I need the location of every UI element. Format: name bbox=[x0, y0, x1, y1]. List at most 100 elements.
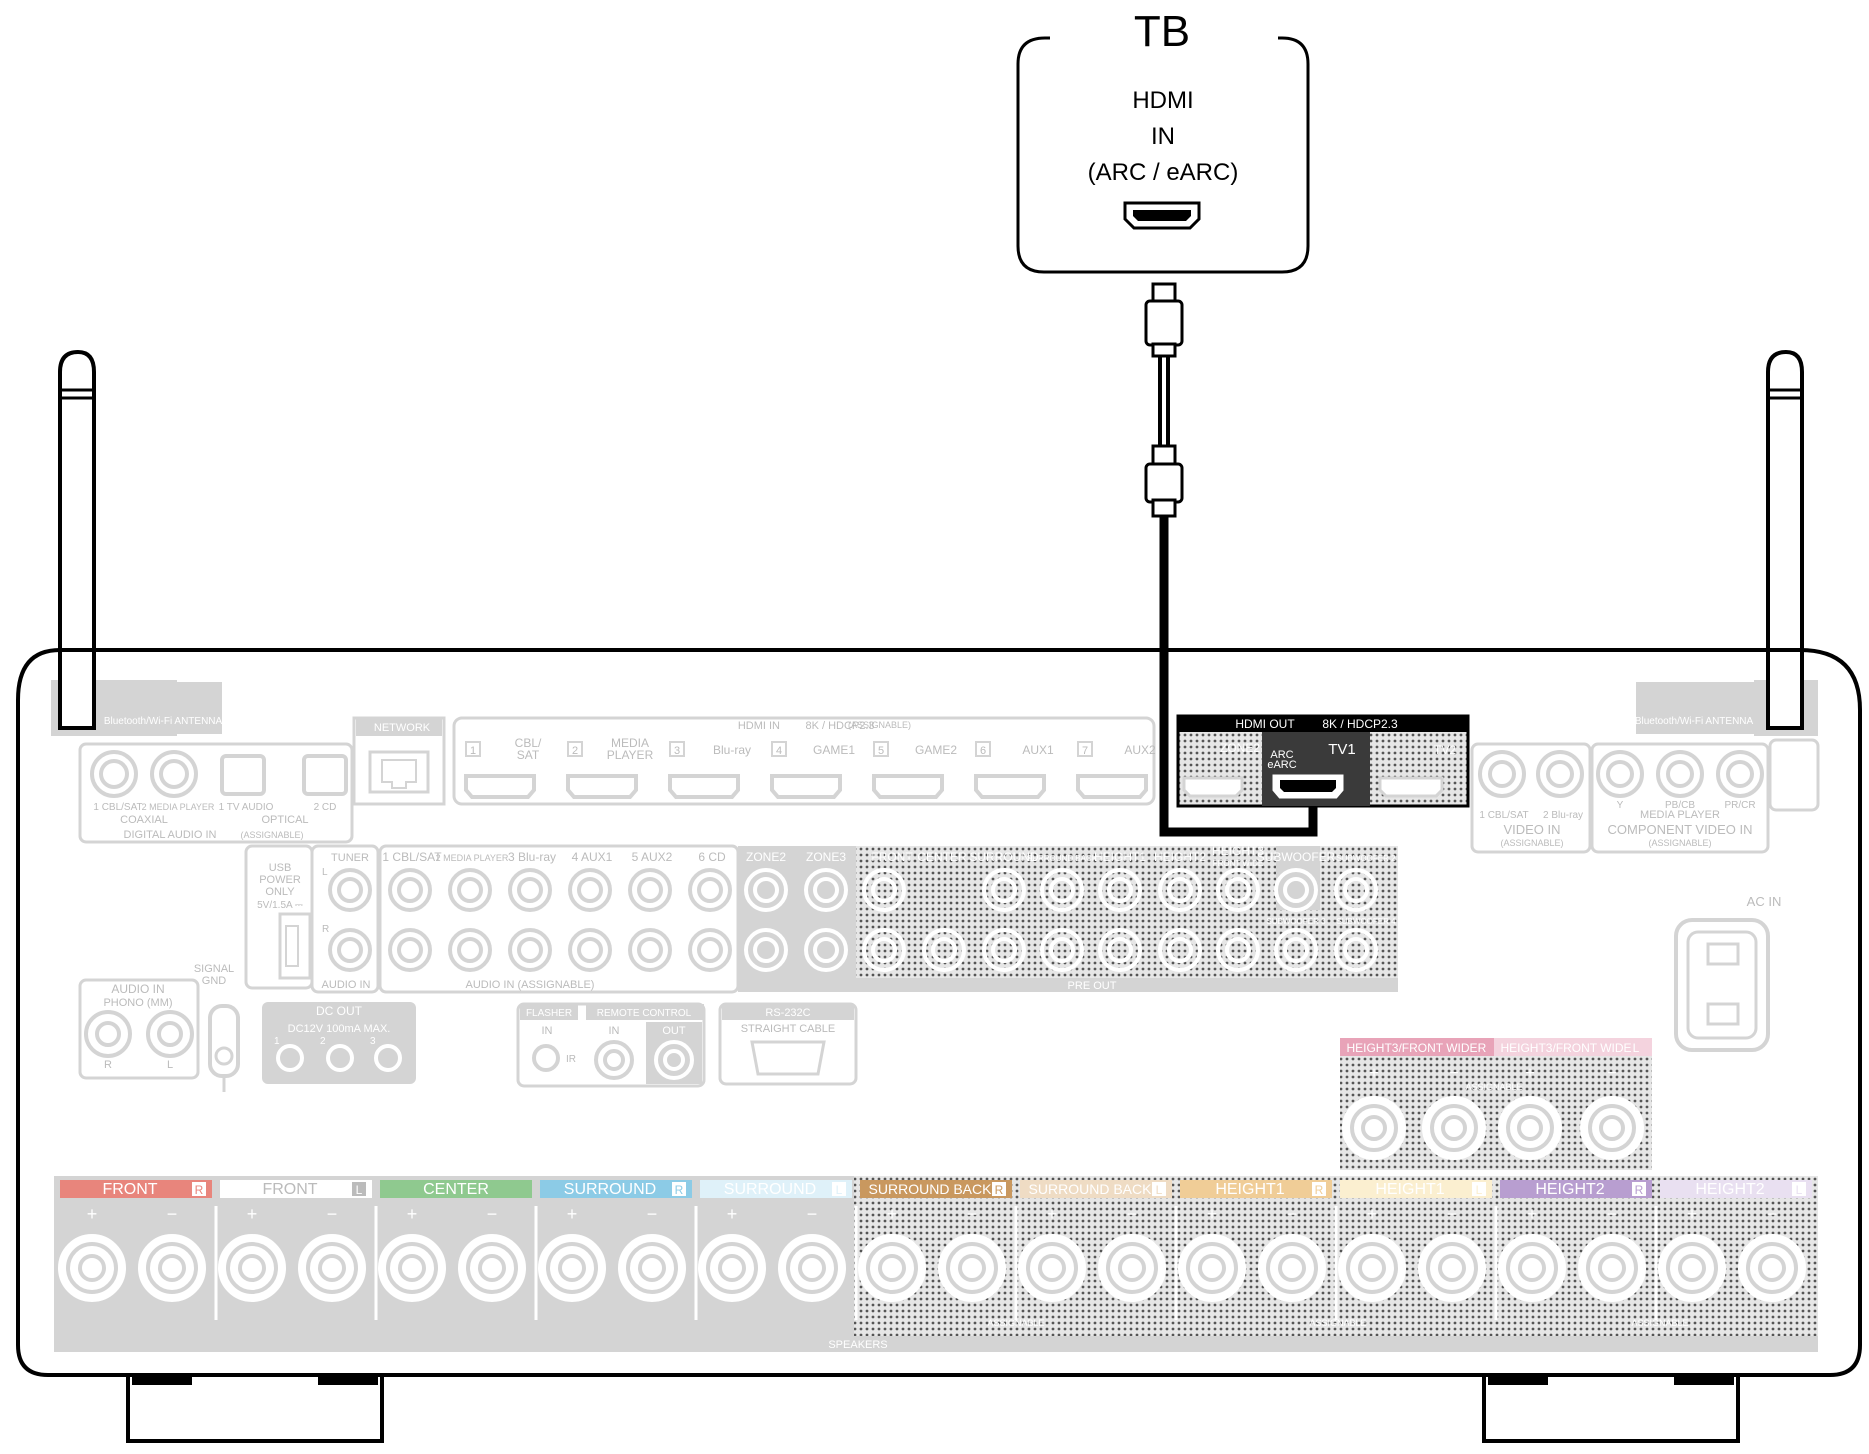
pre-out-jack bbox=[744, 928, 788, 972]
pre-out-jack bbox=[1098, 928, 1142, 972]
speaker-side-box bbox=[1792, 1182, 1806, 1196]
audio-in-jack-inner bbox=[457, 877, 483, 903]
tv-box bbox=[1016, 36, 1310, 274]
hdmi-in-label: MEDIA bbox=[611, 736, 649, 750]
rs232c-title: RS-232C bbox=[765, 1007, 810, 1019]
video-in-block: 1 CBL/SAT 2 Blu-ray VIDEO IN (ASSIGNABLE… bbox=[1470, 742, 1592, 854]
hdmi-in-num-box bbox=[975, 741, 991, 757]
speaker-terminal-core bbox=[158, 1254, 186, 1282]
pre-out-jack bbox=[1216, 868, 1260, 912]
speaker-group-name: HEIGHT1 bbox=[1215, 1181, 1284, 1198]
audio-in-jack-inner bbox=[397, 877, 423, 903]
speaker-side-label: R bbox=[1315, 1183, 1324, 1197]
foot-right bbox=[1482, 1373, 1740, 1443]
polarity-sign: + bbox=[407, 1204, 418, 1224]
video-in-assignable: (ASSIGNABLE) bbox=[1500, 838, 1563, 848]
speaker-side-box bbox=[1152, 1182, 1166, 1196]
speaker-terminal-core bbox=[318, 1254, 346, 1282]
speaker-side-label: L bbox=[1796, 1183, 1803, 1197]
speaker-group-header bbox=[220, 1180, 372, 1198]
pre-out-jack bbox=[1040, 928, 1084, 972]
audio-in-jack bbox=[628, 868, 672, 912]
comp-title: COMPONENT VIDEO IN bbox=[1608, 822, 1753, 837]
polarity-sign: + bbox=[1687, 1204, 1698, 1224]
speaker-terminal-ring bbox=[626, 1242, 678, 1294]
pre-out-jack-inner bbox=[813, 877, 839, 903]
pre-out-label: FRONT WIDE bbox=[1213, 859, 1264, 868]
pre-out-label: SURROUND BACK bbox=[1027, 854, 1098, 863]
speaker-terminal-core bbox=[238, 1254, 266, 1282]
speaker-terminal-ring bbox=[786, 1242, 838, 1294]
audio-in-jack-inner bbox=[577, 877, 603, 903]
cable-run bbox=[1159, 516, 1318, 837]
speaker-terminal-ring bbox=[1586, 1242, 1638, 1294]
polarity-sign: − bbox=[1127, 1204, 1138, 1224]
comp-y-label: Y bbox=[1617, 800, 1624, 811]
speaker-terminal-core bbox=[958, 1254, 986, 1282]
remote-out: OUT bbox=[662, 1025, 686, 1037]
polarity-sign: − bbox=[1287, 1204, 1298, 1224]
comp-assignable: (ASSIGNABLE) bbox=[1648, 838, 1711, 848]
speaker-terminal-ring bbox=[866, 1242, 918, 1294]
pre-out-jack-inner bbox=[1049, 877, 1075, 903]
dc-out-title: DC OUT bbox=[316, 1004, 363, 1018]
height3-terminal-ring bbox=[1588, 1104, 1636, 1152]
pre-out-label: HEIGHT1 bbox=[1094, 850, 1146, 864]
speaker-terminal-core bbox=[718, 1254, 746, 1282]
tv-in-label: IN bbox=[1151, 123, 1175, 150]
hdmi-in-num-box bbox=[873, 741, 889, 757]
audio-in-jack bbox=[688, 868, 732, 912]
polarity-sign: + bbox=[567, 1204, 578, 1224]
hdmi-in-port bbox=[974, 774, 1046, 799]
speaker-group-header bbox=[1340, 1180, 1492, 1198]
hdmi-in-num-box bbox=[567, 741, 583, 757]
height3-r-side: R bbox=[1478, 1041, 1487, 1055]
speaker-terminal-core bbox=[878, 1254, 906, 1282]
height3-terminal-ring bbox=[1350, 1104, 1398, 1152]
audio-in-label: 6 CD bbox=[698, 850, 726, 864]
speaker-terminal-core bbox=[398, 1254, 426, 1282]
hdmi-out-tv1-label: TV1 bbox=[1328, 741, 1356, 758]
hdmi-in-label: Blu-ray bbox=[713, 743, 751, 757]
audio-in-jack bbox=[508, 868, 552, 912]
hdmi-in-label-2: SAT bbox=[517, 748, 540, 762]
speaker-group-header bbox=[60, 1180, 212, 1198]
hdmi-in-num: 2 bbox=[572, 745, 578, 757]
polarity-sign: + bbox=[247, 1204, 258, 1224]
hdmi-in-num-box bbox=[465, 741, 481, 757]
pre-out-jack bbox=[1274, 868, 1318, 912]
speaker-terminal-ring bbox=[1426, 1242, 1478, 1294]
coaxial-label: COAXIAL bbox=[120, 814, 168, 826]
audio-in-label: 2 MEDIA PLAYER bbox=[436, 853, 509, 863]
speaker-terminal-ring bbox=[1346, 1242, 1398, 1294]
audio-in-jack bbox=[448, 928, 492, 972]
audio-in-jack bbox=[688, 928, 732, 972]
phono-block: AUDIO IN PHONO (MM) R L bbox=[78, 978, 200, 1080]
phono-title: AUDIO IN bbox=[111, 982, 164, 996]
pre-out-jack-inner bbox=[1167, 937, 1193, 963]
polarity-sign: + bbox=[1525, 1065, 1534, 1082]
pre-out-jack-inner bbox=[813, 937, 839, 963]
pre-out-jack bbox=[1334, 868, 1378, 912]
flasher-title: FLASHER bbox=[526, 1008, 572, 1019]
speaker-side-box bbox=[1472, 1182, 1486, 1196]
speaker-terminal-core bbox=[478, 1254, 506, 1282]
sub4-label: SUBWOOFER 4 bbox=[1336, 917, 1396, 926]
speaker-terminal-core bbox=[558, 1254, 586, 1282]
speaker-terminal-ring bbox=[1026, 1242, 1078, 1294]
hdmi-out-tv2-label: TV2 bbox=[1434, 743, 1456, 757]
height3-assignable: ASSIGNABLE bbox=[1465, 1082, 1522, 1092]
pre-out-title: PRE OUT bbox=[1068, 980, 1117, 992]
hdmi-in-port bbox=[1076, 774, 1148, 799]
pre-out-jack bbox=[862, 928, 906, 972]
speaker-terminal-ring bbox=[466, 1242, 518, 1294]
height3-terminal-core bbox=[1517, 1115, 1543, 1141]
polarity-sign: − bbox=[1447, 1204, 1458, 1224]
antenna-left-label: Bluetooth/Wi-Fi ANTENNA bbox=[104, 716, 223, 727]
pre-out-jack bbox=[982, 928, 1026, 972]
receiver-chassis bbox=[16, 648, 1862, 1377]
opt-2-label: 2 CD bbox=[314, 802, 337, 813]
